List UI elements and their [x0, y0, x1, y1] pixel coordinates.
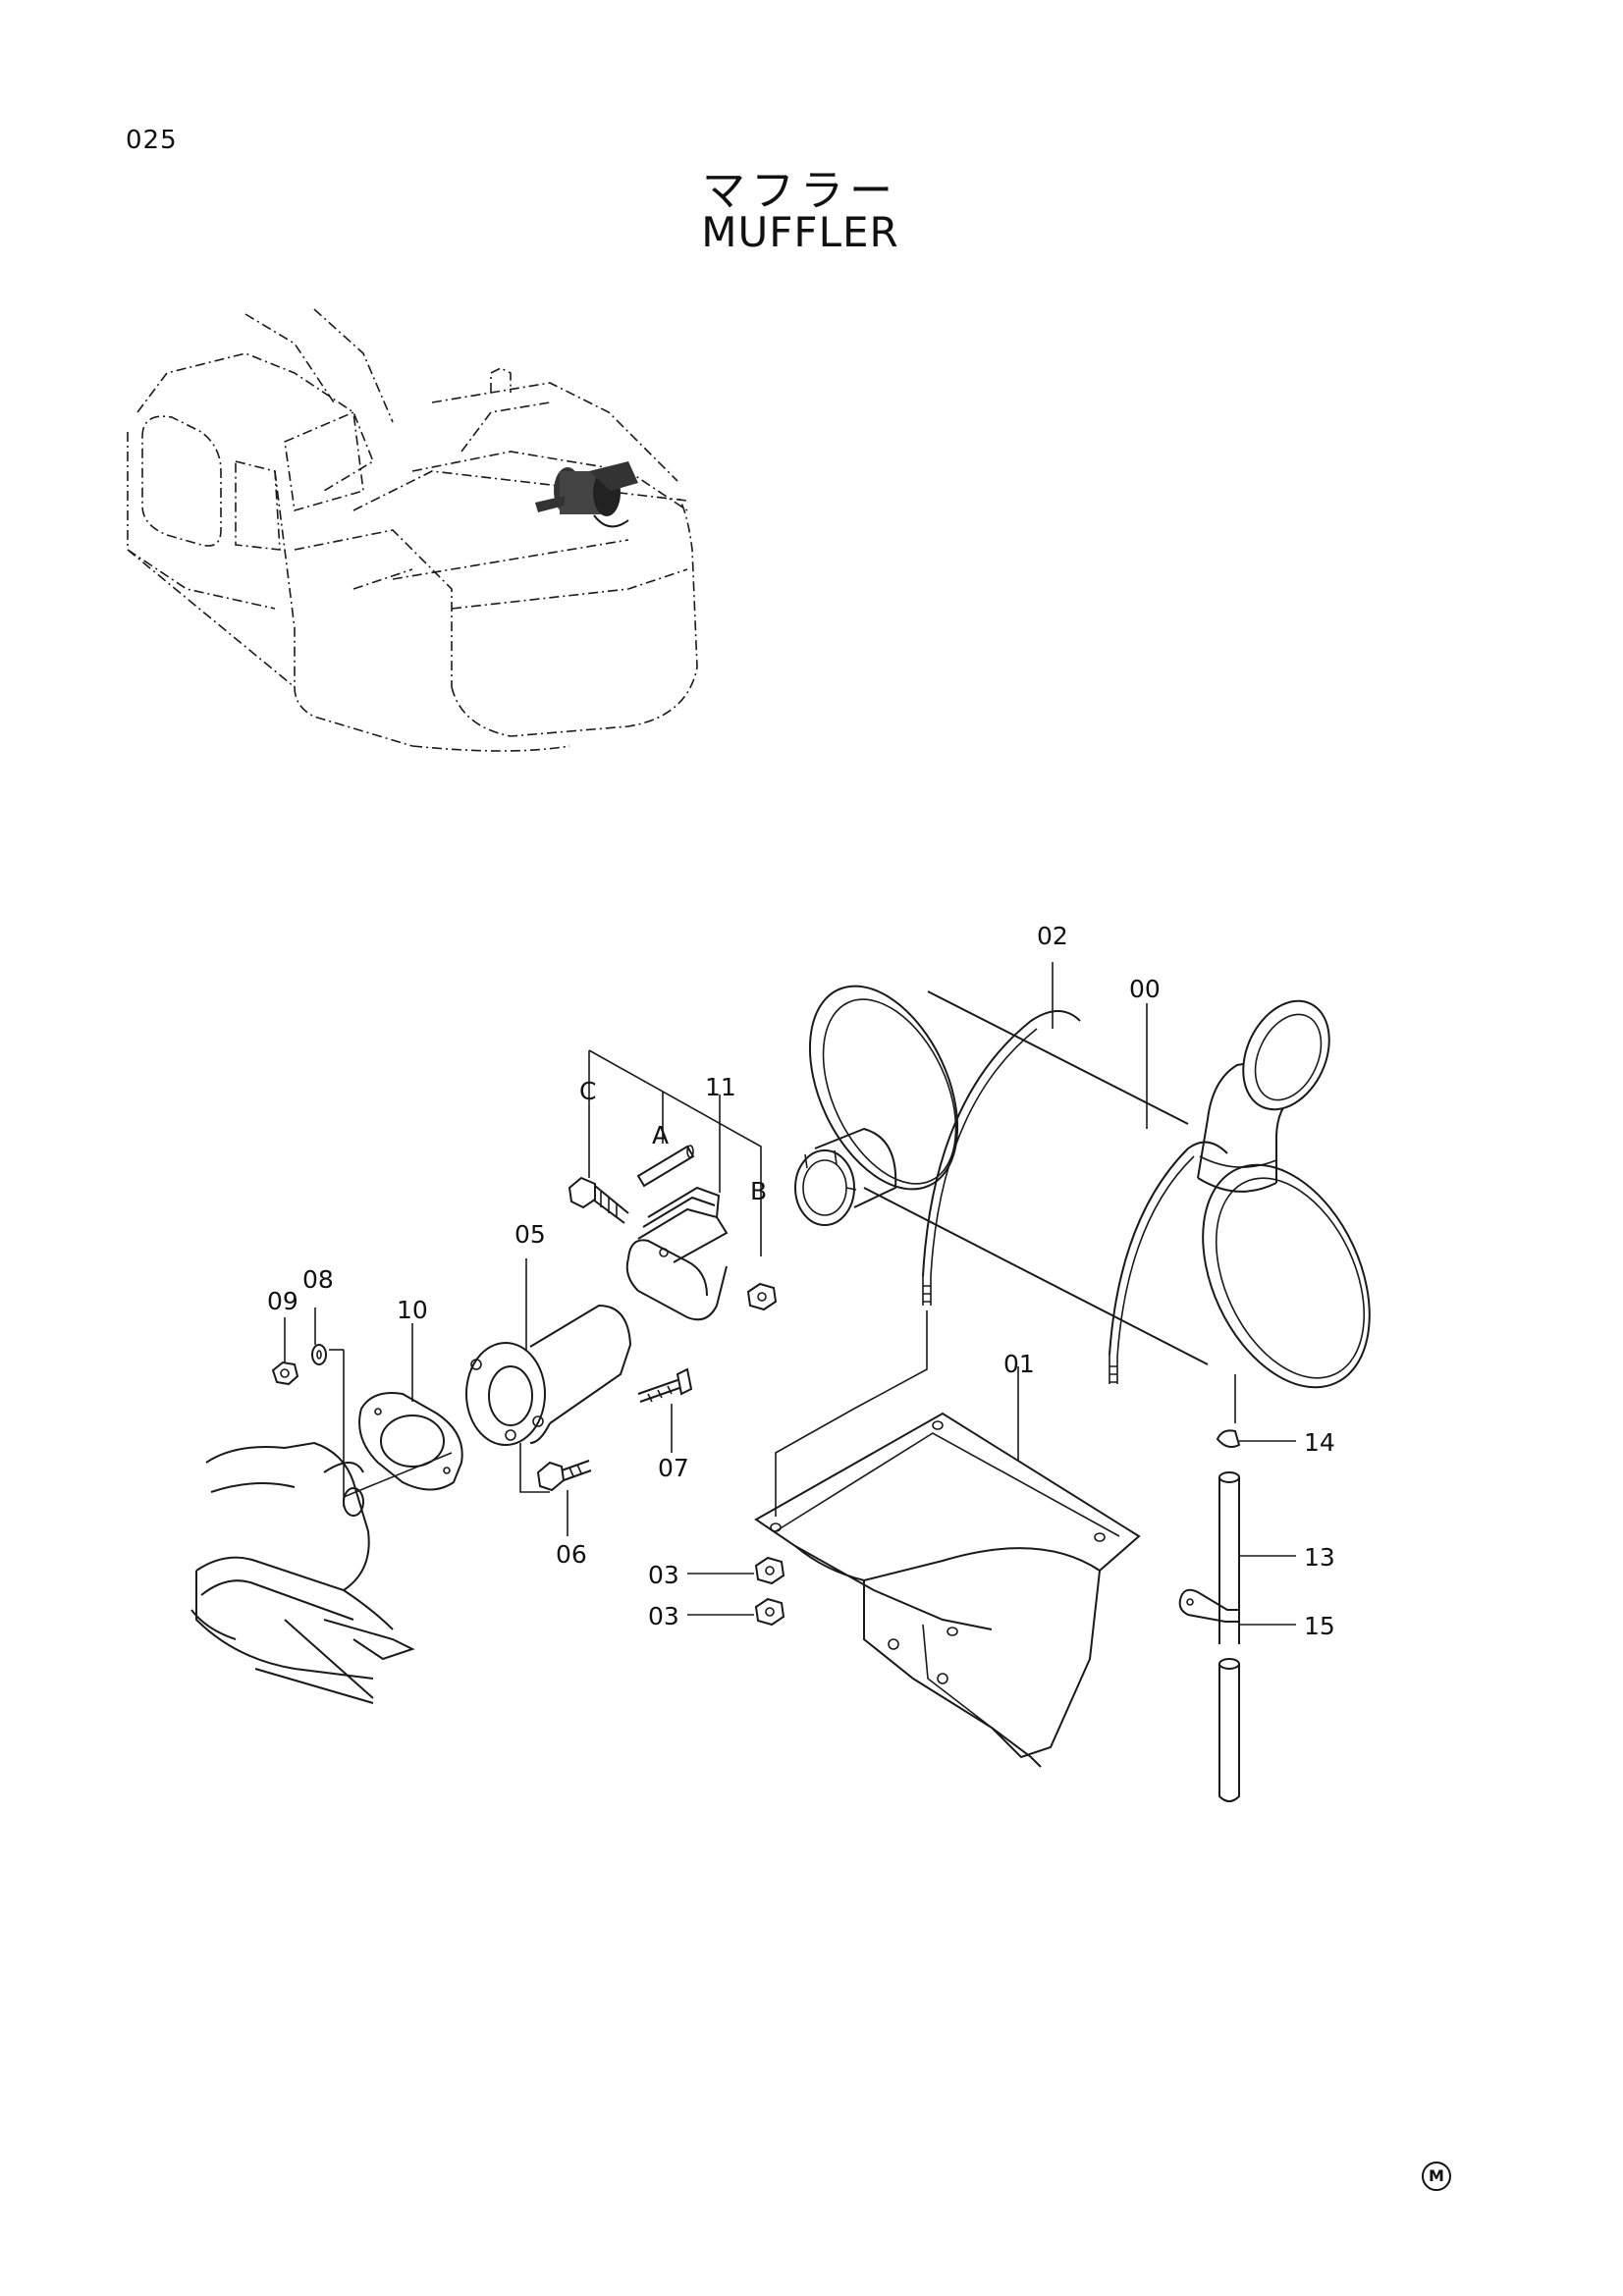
- muffler-00: [794, 985, 1371, 1389]
- clip-14: [1216, 1429, 1241, 1448]
- callout-07: 07: [658, 1454, 689, 1482]
- callout-15: 15: [1304, 1612, 1335, 1640]
- callout-a: A: [652, 1121, 669, 1149]
- pin-a: [636, 1145, 695, 1188]
- clamp-15: [1178, 1588, 1240, 1623]
- nut-03-lower: [754, 1597, 785, 1627]
- gasket-10: [358, 1392, 463, 1491]
- page-number: 025: [126, 126, 178, 155]
- adapter-05: [465, 1304, 632, 1446]
- page-title-english: MUFFLER: [701, 208, 899, 256]
- callout-b: B: [750, 1177, 767, 1205]
- bolt-06: [536, 1460, 592, 1492]
- callout-11: 11: [705, 1073, 736, 1101]
- callout-13: 13: [1304, 1543, 1335, 1572]
- callout-14: 14: [1304, 1428, 1335, 1457]
- excavator-location-view: [127, 308, 698, 752]
- callout-09: 09: [267, 1287, 298, 1315]
- callout-05: 05: [514, 1220, 546, 1249]
- bracket-01: [754, 1412, 1141, 1768]
- callout-01: 01: [1003, 1350, 1035, 1378]
- callout-08: 08: [302, 1265, 334, 1294]
- callout-06: 06: [556, 1540, 587, 1569]
- nut-03-upper: [754, 1556, 785, 1585]
- callout-02: 02: [1037, 922, 1068, 950]
- callout-10: 10: [397, 1296, 428, 1324]
- washer-08: [311, 1344, 327, 1365]
- callout-00: 00: [1129, 975, 1161, 1003]
- clamp-11: [625, 1186, 729, 1321]
- bolt-07: [637, 1367, 693, 1403]
- nut-09: [271, 1361, 299, 1386]
- bolt-c: [568, 1176, 629, 1224]
- corner-mark: M: [1422, 2162, 1451, 2191]
- page-title-japanese: マフラー: [702, 166, 898, 216]
- callout-c: C: [579, 1077, 596, 1105]
- turbocharger-outlet: [190, 1441, 415, 1704]
- callout-03-lower: 03: [648, 1602, 679, 1630]
- callout-03-upper: 03: [648, 1561, 679, 1589]
- pipe-13: [1218, 1471, 1240, 1802]
- nut-b: [746, 1282, 778, 1311]
